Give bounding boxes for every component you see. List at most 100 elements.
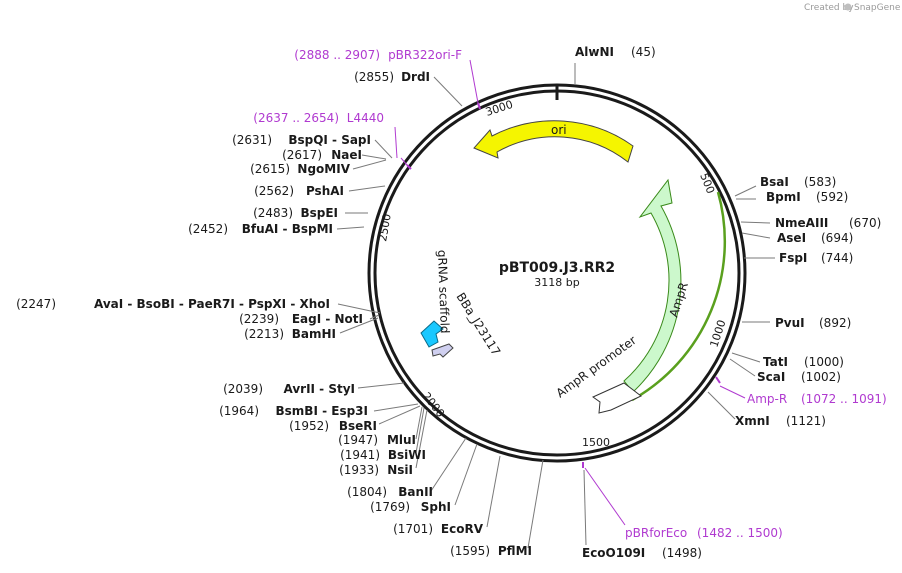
site-banii-pos: (1804) (347, 485, 387, 499)
site-drdi: DrdI (401, 70, 430, 84)
tick-3000: 3000 (484, 98, 515, 119)
primer-l4440: L4440 (347, 111, 384, 125)
primer-amp-r: Amp-R (747, 392, 787, 406)
credit-text: Created by (804, 3, 854, 13)
site-nsii: NsiI (387, 463, 413, 477)
site-scai-pos: (1002) (801, 370, 841, 384)
plasmid-name: pBT009.J3.RR2 (499, 260, 615, 276)
backbone-outer (367, 83, 747, 463)
l4440-primer-mark (406, 164, 412, 170)
site-bsmbi-pos: (1964) (219, 404, 259, 418)
site-ngomiv-pos: (2615) (250, 162, 290, 176)
grna-scaffold-feature (420, 320, 444, 348)
site-bspqi-sapi: BspQI - SapI (288, 133, 371, 147)
site-xmni-pos: (1121) (786, 414, 826, 428)
plasmid-size: 3118 bp (534, 276, 579, 289)
site-bspei-pos: (2483) (253, 206, 293, 220)
bba-j23117-label: BBa_J23117 (453, 290, 503, 358)
tick-500: 500 (697, 171, 717, 195)
site-mlui-pos: (1947) (338, 433, 378, 447)
site-xmni: XmnI (735, 414, 770, 428)
site-tati: TatI (763, 355, 788, 369)
pbr322ori-primer-mark (477, 102, 481, 110)
site-bsai: BsaI (760, 175, 789, 189)
ori-label: ori (551, 123, 567, 137)
amp-r-primer-mark (715, 376, 721, 384)
site-ecoo109i: EcoO109I (582, 546, 645, 560)
site-bamhi-pos: (2213) (244, 327, 284, 341)
primer-pbrforeco: pBRforEco (625, 526, 687, 540)
site-asei-pos: (694) (821, 231, 853, 245)
site-naei: NaeI (331, 148, 362, 162)
primer-amp-r-range: (1072 .. 1091) (801, 392, 887, 406)
primer-pbr322ori: pBR322ori-F (388, 48, 462, 62)
site-bfuai-pos: (2452) (188, 222, 228, 236)
site-fspi: FspI (779, 251, 807, 265)
site-pshai: PshAI (306, 184, 344, 198)
pbr322ori-connector (469, 59, 479, 104)
ampr-feature (623, 178, 682, 393)
site-alwni: AlwNI (575, 45, 614, 59)
grna-scaffold-label: gRNA scaffold (435, 250, 452, 334)
site-bsiwi-pos: (1941) (340, 448, 380, 462)
site-pshai-pos: (2562) (254, 184, 294, 198)
pbrforeco-connector (584, 467, 626, 526)
site-bfuai-bspmi: BfuAI - BspMI (242, 222, 333, 236)
site-connectors (336, 63, 775, 549)
primer-pbrforeco-range: (1482 .. 1500) (697, 526, 783, 540)
site-bspei: BspEI (300, 206, 338, 220)
tick-2500: 2500 (376, 213, 394, 243)
site-avrii-styi: AvrII - StyI (283, 382, 355, 396)
site-pflmi-pos: (1595) (450, 544, 490, 558)
bba-j23117-feature (431, 343, 454, 358)
site-nmeaiii: NmeAIII (775, 216, 828, 230)
site-avai-pos: (2247) (16, 297, 56, 311)
site-bsmbi-esp3i: BsmBI - Esp3I (276, 404, 368, 418)
sites-left: PflMI (1595) EcoRV (1701) SphI (1769) Ba… (16, 70, 532, 558)
l4440-connector (394, 126, 398, 159)
tick-1500: 1500 (582, 436, 610, 449)
site-eagi-pos: (2239) (239, 312, 279, 326)
site-bsiwi: BsiWI (388, 448, 426, 462)
site-bseri-pos: (1952) (289, 419, 329, 433)
site-avai-group: AvaI - BsoBI - PaeR7I - PspXI - XhoI (94, 297, 330, 311)
site-mlui: MluI (387, 433, 416, 447)
site-nsii-pos: (1933) (339, 463, 379, 477)
primer-l4440-range: (2637 .. 2654) (253, 111, 339, 125)
ori-feature (473, 120, 634, 163)
site-pvui-pos: (892) (819, 316, 851, 330)
site-scai: ScaI (757, 370, 785, 384)
site-avrii-pos: (2039) (223, 382, 263, 396)
site-sphi-pos: (1769) (370, 500, 410, 514)
credit-brand: SnapGene (854, 3, 901, 13)
ampr-track (631, 191, 726, 402)
site-naei-pos: (2617) (282, 148, 322, 162)
site-pflmi: PflMI (498, 544, 532, 558)
site-bpmi-pos: (592) (816, 190, 848, 204)
sites-right: AlwNI (45) BsaI (583) BpmI (592) NmeAIII… (575, 45, 881, 560)
amp-r-connector (719, 385, 746, 399)
site-drdi-pos: (2855) (354, 70, 394, 84)
site-fspi-pos: (744) (821, 251, 853, 265)
site-bspqi-pos: (2631) (232, 133, 272, 147)
site-banii: BanII (398, 485, 433, 499)
site-bseri: BseRI (339, 419, 377, 433)
site-alwni-pos: (45) (631, 45, 656, 59)
primer-labels: Amp-R (1072 .. 1091) pBRforEco (1482 .. … (253, 48, 886, 540)
site-bamhi: BamHI (292, 327, 336, 341)
site-asei: AseI (777, 231, 806, 245)
site-nmeaiii-pos: (670) (849, 216, 881, 230)
site-ngomiv: NgoMIV (297, 162, 350, 176)
site-eagi-noti: EagI - NotI (292, 312, 363, 326)
site-pvui: PvuI (775, 316, 805, 330)
site-ecorv-pos: (1701) (393, 522, 433, 536)
primer-pbr322ori-range: (2888 .. 2907) (294, 48, 380, 62)
site-bsai-pos: (583) (804, 175, 836, 189)
snapgene-logo-icon (844, 3, 852, 11)
site-bpmi: BpmI (766, 190, 801, 204)
site-ecoo109i-pos: (1498) (662, 546, 702, 560)
site-tati-pos: (1000) (804, 355, 844, 369)
ampr-promoter-feature (592, 382, 642, 414)
site-ecorv: EcoRV (441, 522, 484, 536)
site-sphi: SphI (421, 500, 451, 514)
